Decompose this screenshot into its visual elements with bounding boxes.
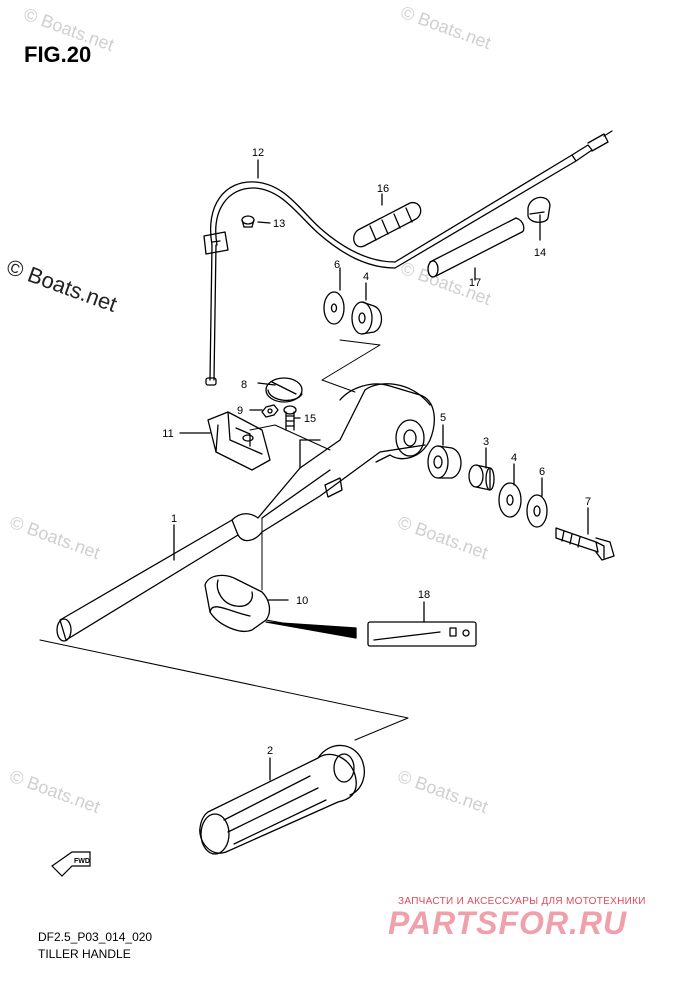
throttle-cable <box>203 130 613 386</box>
callout-8: 8 <box>241 379 247 391</box>
bushing-4-top <box>351 301 383 335</box>
throttle-knob-8 <box>265 377 303 403</box>
bolt-7 <box>555 527 615 561</box>
callout-7: 7 <box>585 496 591 508</box>
callout-5: 5 <box>440 412 446 424</box>
callout-4-top: 4 <box>363 271 369 283</box>
callout-1: 1 <box>171 513 177 525</box>
callout-6-top: 6 <box>334 259 340 271</box>
sticker-18 <box>367 621 477 647</box>
callout-12: 12 <box>252 147 264 159</box>
callout-16: 16 <box>377 183 389 195</box>
washer-4-lower <box>498 482 522 518</box>
screw-15 <box>283 405 297 431</box>
callout-11: 11 <box>162 428 173 440</box>
tube-17 <box>427 217 525 278</box>
callout-13: 13 <box>273 218 285 230</box>
washer-6-lower <box>526 494 548 528</box>
callout-18: 18 <box>418 589 430 601</box>
callout-3: 3 <box>483 436 489 448</box>
collar-3 <box>468 464 495 491</box>
washer-6-top <box>323 291 345 325</box>
brand-tagline: ЗАПЧАСТИ И АКСЕССУАРЫ ДЛЯ МОТОТЕХНИКИ <box>398 896 646 907</box>
grip-sleeve-16 <box>353 201 422 248</box>
figure-code: DF2.5_P03_014_020 <box>38 930 153 944</box>
callout-15: 15 <box>304 413 316 425</box>
clip-14 <box>527 196 551 223</box>
callout-9: 9 <box>237 405 243 417</box>
figure-title: FIG.20 <box>24 42 92 67</box>
callout-17: 17 <box>469 277 481 289</box>
tiller-arm-1 <box>56 383 435 642</box>
fwd-label: FWD <box>74 858 90 865</box>
screw-13 <box>241 215 255 228</box>
brand-logo: PARTSFOR.RU <box>388 905 628 941</box>
bushing-5 <box>427 445 462 479</box>
callout-4-lower: 4 <box>511 452 517 464</box>
callout-2: 2 <box>267 745 273 757</box>
figure-name: TILLER HANDLE <box>38 947 131 961</box>
callout-14: 14 <box>534 247 546 259</box>
grip-2 <box>199 744 365 855</box>
lower-clamp-10 <box>204 574 271 632</box>
bracket-11 <box>207 411 271 471</box>
nut-9 <box>261 404 279 418</box>
callout-6-lower: 6 <box>539 466 545 478</box>
fwd-direction-icon: FWD <box>51 851 91 877</box>
callout-10: 10 <box>296 595 308 607</box>
